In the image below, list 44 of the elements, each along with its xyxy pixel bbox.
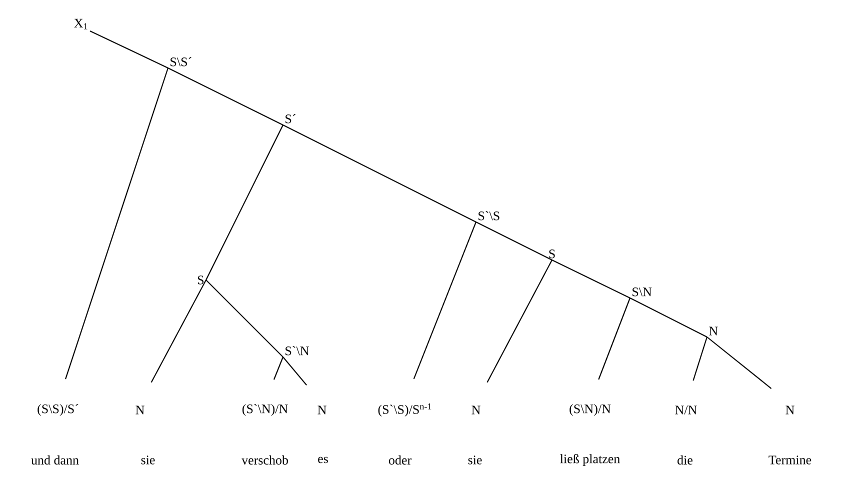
word-label: es bbox=[318, 456, 328, 464]
tree-branch bbox=[168, 68, 284, 126]
tree-branch bbox=[692, 336, 708, 381]
tree-branch bbox=[630, 298, 708, 338]
tree-branch bbox=[273, 356, 284, 380]
category-label: S bbox=[549, 250, 555, 258]
category-label: N bbox=[318, 406, 326, 414]
tree-branch bbox=[65, 68, 169, 380]
tree-branch bbox=[282, 124, 476, 222]
word-label: und dann bbox=[31, 455, 79, 465]
category-label: N bbox=[786, 406, 794, 414]
category-label: N/N bbox=[675, 406, 697, 414]
tree-branch bbox=[598, 298, 631, 380]
word-label: verschob bbox=[242, 455, 288, 465]
word-label: sie bbox=[141, 456, 155, 464]
word-label: oder bbox=[388, 455, 412, 465]
category-label: (S\S)/S´ bbox=[38, 404, 78, 416]
category-label: (S\N)/N bbox=[570, 404, 611, 416]
tree-branch bbox=[552, 260, 630, 298]
category-label: (S`\S)/S$^{n-1}$ bbox=[378, 403, 432, 417]
tree-branch bbox=[206, 280, 284, 358]
category-label: S\N bbox=[632, 288, 652, 296]
tree-branch bbox=[90, 30, 168, 68]
category-label: S\S´ bbox=[170, 57, 192, 66]
category-label: (S`\N)/N bbox=[242, 404, 288, 416]
category-label: X$_{1}$ bbox=[74, 18, 88, 30]
category-label: N bbox=[136, 406, 144, 414]
category-label: N bbox=[472, 406, 480, 414]
category-label: S`\N bbox=[286, 346, 309, 356]
tree-branch bbox=[413, 222, 477, 380]
tree-branch bbox=[282, 356, 308, 386]
tree-branch bbox=[476, 222, 552, 260]
category-label: S bbox=[198, 276, 204, 284]
category-label: S´ bbox=[286, 114, 296, 124]
word-label: sie bbox=[468, 456, 482, 464]
tree-branch bbox=[206, 124, 284, 280]
word-label: die bbox=[678, 455, 692, 465]
tree-branch bbox=[150, 280, 206, 383]
tree-branch bbox=[706, 336, 772, 389]
tree-branch bbox=[486, 260, 552, 383]
word-label: Termine bbox=[768, 456, 812, 464]
word-label: ließ platzen bbox=[560, 454, 620, 466]
category-label: N bbox=[709, 326, 718, 336]
category-label: S`\S bbox=[478, 211, 500, 220]
